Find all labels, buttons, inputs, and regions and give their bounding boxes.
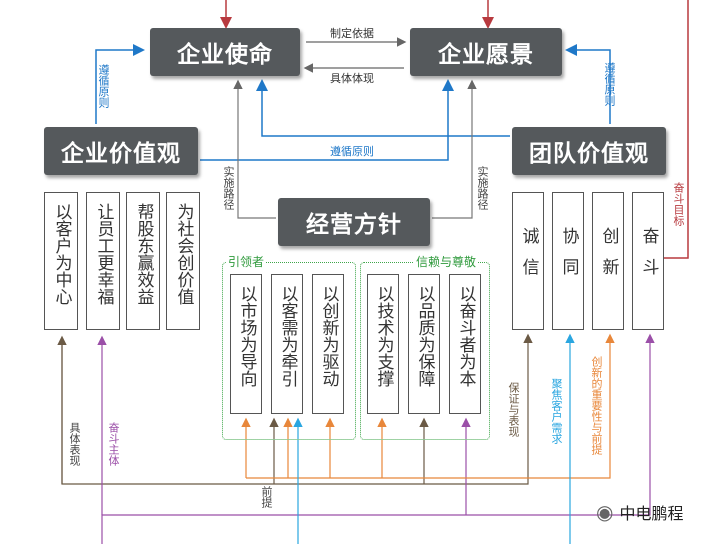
team-value-item: 协同	[552, 192, 584, 330]
policy-item: 以技术为支撑	[367, 274, 399, 414]
label-struggle-goal: 奋斗目标	[672, 182, 685, 226]
team-value-item: 奋斗	[632, 192, 664, 330]
enterprise-value-item: 帮股东赢效益	[126, 192, 160, 330]
team-value-item: 创新	[592, 192, 624, 330]
edge-purple	[101, 333, 655, 544]
label-focus-customer: 聚焦客户需求	[550, 378, 563, 444]
team-value-item: 诚信	[512, 192, 544, 330]
label-impl-right: 实施路径	[476, 166, 489, 210]
label-impl-left: 实施路径	[222, 166, 235, 210]
node-enterprise-values: 企业价值观	[44, 127, 198, 175]
policy-item: 以品质为保障	[408, 274, 440, 414]
label-follow-right: 遵循原则	[603, 62, 616, 106]
enterprise-value-item: 为社会创价值	[166, 192, 200, 330]
policy-item: 以市场为导向	[230, 274, 262, 414]
edge-impl-left	[233, 79, 276, 219]
label-premise: 前提	[260, 486, 273, 508]
label-struggle-subject: 奋斗主体	[107, 422, 120, 466]
wechat-icon: ◉	[596, 500, 614, 524]
label-follow-middle: 遵循原则	[330, 145, 374, 158]
policy-item: 以奋斗者为本	[449, 274, 481, 414]
watermark: ◉ 中电鹏程	[596, 500, 683, 524]
edge-orange	[246, 333, 615, 479]
label-vision-to-mission: 具体体现	[330, 72, 374, 85]
policy-item: 以创新为驱动	[312, 274, 344, 414]
enterprise-value-item: 让员工更幸福	[86, 192, 120, 330]
group-leader	[222, 262, 356, 440]
edge-team-to-mission	[256, 79, 510, 137]
label-innovation-premise: 创新的重要性与前提	[590, 356, 603, 455]
edge-follow-right	[565, 44, 611, 124]
edge-enterprise-to-vision	[200, 79, 454, 161]
policy-item: 以客需为牵引	[271, 274, 303, 414]
edge-follow-left	[95, 44, 145, 124]
enterprise-value-item: 以客户为中心	[44, 192, 78, 330]
label-follow-left: 遵循原则	[97, 64, 110, 108]
group-trust-label: 信赖与尊敬	[414, 253, 479, 270]
node-vision: 企业愿景	[410, 28, 562, 76]
group-leader-label: 引领者	[226, 253, 267, 270]
label-guarantee-expression: 保证与表现	[507, 382, 520, 437]
label-mission-to-vision: 制定依据	[330, 27, 374, 40]
node-team-values: 团队价值观	[512, 127, 666, 175]
edge-impl-right	[432, 79, 477, 219]
label-concrete-expression: 具体表现	[68, 422, 81, 466]
node-mission: 企业使命	[150, 28, 300, 76]
node-policy: 经营方针	[278, 198, 430, 246]
watermark-text: 中电鹏程	[619, 504, 684, 523]
